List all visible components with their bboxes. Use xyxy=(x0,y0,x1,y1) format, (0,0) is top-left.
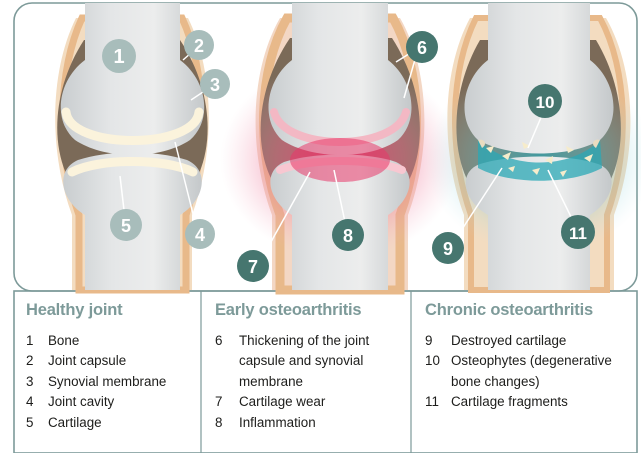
svg-text:8: 8 xyxy=(343,226,353,246)
badge-10: 10 xyxy=(528,84,562,118)
badge-8: 8 xyxy=(332,219,364,251)
svg-text:11: 11 xyxy=(569,224,587,243)
badge-3: 3 xyxy=(200,69,230,99)
svg-text:1: 1 xyxy=(113,46,124,68)
svg-text:4: 4 xyxy=(195,225,205,245)
svg-text:3: 3 xyxy=(210,75,220,95)
svg-text:9: 9 xyxy=(443,239,453,259)
legend-title: Early osteoarthritis xyxy=(215,301,400,320)
svg-text:5: 5 xyxy=(121,216,131,236)
badge-5: 5 xyxy=(110,209,142,241)
legend-title: Healthy joint xyxy=(26,301,192,320)
badge-11: 11 xyxy=(561,215,595,249)
badge-4: 4 xyxy=(185,219,215,249)
svg-text:6: 6 xyxy=(417,38,427,58)
badge-7: 7 xyxy=(237,250,269,282)
svg-text:2: 2 xyxy=(194,36,204,56)
legend-title: Chronic osteoarthritis xyxy=(425,301,633,320)
badge-6: 6 xyxy=(406,31,438,63)
svg-text:10: 10 xyxy=(536,93,555,112)
badge-9: 9 xyxy=(432,232,464,264)
badge-1: 1 xyxy=(102,39,136,73)
svg-text:7: 7 xyxy=(248,257,258,277)
badge-2: 2 xyxy=(184,30,214,60)
